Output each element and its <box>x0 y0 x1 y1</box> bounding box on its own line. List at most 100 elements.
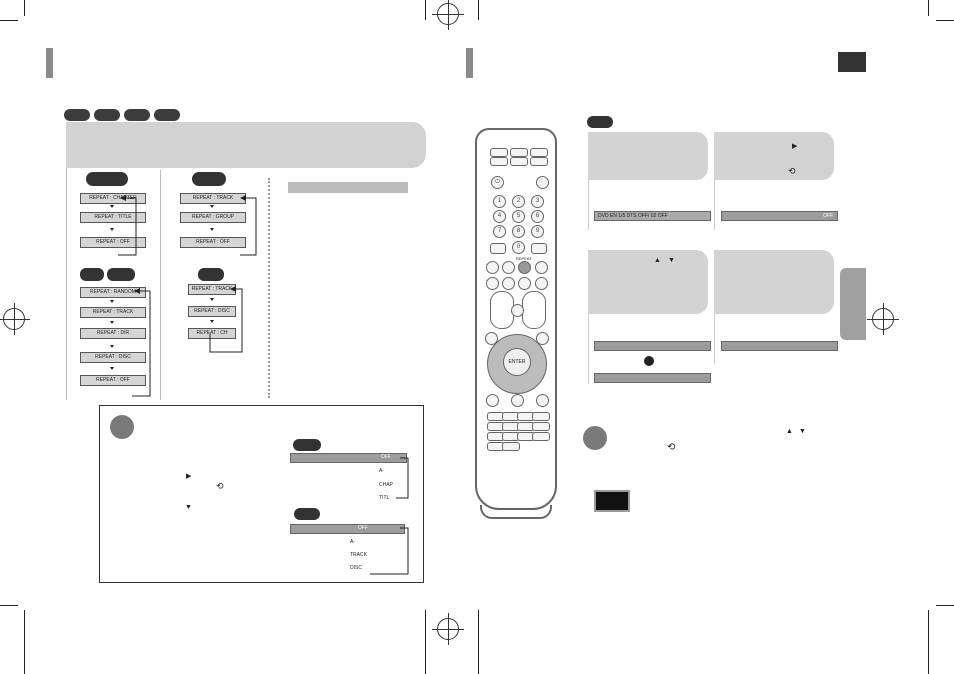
enter-key: ENTER <box>503 348 531 376</box>
panel-divider <box>588 180 589 230</box>
function-key <box>511 394 524 407</box>
panel-divider <box>714 180 715 230</box>
dotted-divider <box>268 178 270 398</box>
loop-arrow-icon <box>118 195 137 256</box>
arrow-down-icon <box>110 345 114 348</box>
arrow-down-icon <box>110 300 114 303</box>
disc-badge <box>124 109 150 121</box>
note-header-bar <box>288 182 408 193</box>
osd-repeat-value: OFF <box>381 454 391 460</box>
dvd-badge <box>587 116 613 128</box>
crop-mark <box>936 605 954 606</box>
crop-mark <box>928 0 929 16</box>
crop-mark <box>0 20 18 21</box>
repeat-menu-item: REPEAT : GROUP <box>180 212 246 223</box>
step-panel <box>588 132 708 180</box>
return-key <box>536 332 549 345</box>
down-arrow-icon: ▼ <box>799 428 806 435</box>
osd-display <box>290 524 405 534</box>
right-arrow-icon: ▶ <box>792 143 798 150</box>
repeat-menu-item: REPEAT : DISC <box>80 352 146 363</box>
crop-mark <box>928 610 929 674</box>
crop-mark <box>478 610 479 674</box>
arrow-down-icon <box>110 321 114 324</box>
registration-mark <box>0 303 30 335</box>
up-arrow-icon: ▲ <box>654 257 661 264</box>
disc-badge <box>64 109 90 121</box>
arrow-down-icon <box>210 298 214 301</box>
dvd-audio-badge <box>192 172 226 186</box>
repeat-menu-item: REPEAT : OFF <box>80 237 146 248</box>
tuning-rocker <box>522 291 546 329</box>
crop-mark <box>478 0 479 20</box>
osd-display <box>594 373 711 383</box>
step-panel <box>714 132 834 180</box>
loop-arrow-icon <box>132 288 151 397</box>
dvd-badge <box>86 172 128 186</box>
repeat-menu-item: REPEAT : DIR <box>80 328 146 339</box>
step-panel <box>588 250 708 314</box>
menu-key <box>485 332 498 345</box>
arrow-down-icon <box>210 320 214 323</box>
repeat-key <box>518 261 531 274</box>
step-bullet <box>583 426 607 450</box>
repeat-menu-item: REPEAT : TRACK <box>80 307 146 318</box>
instruction-banner <box>66 122 426 168</box>
section-side-tab <box>840 268 866 340</box>
osd-display <box>721 341 838 351</box>
down-arrow-icon: ▼ <box>185 504 192 511</box>
function-key <box>486 394 499 407</box>
repeat-menu-item: REPEAT : RANDOM <box>80 287 146 298</box>
loop-arrow-icon <box>240 195 257 256</box>
page-title-marker <box>466 48 473 78</box>
osd-repeat-value: OFF <box>823 213 833 219</box>
dvd-badge <box>293 439 321 451</box>
step-bullet <box>110 415 134 439</box>
page-title-marker <box>46 48 53 78</box>
osd-option: TITL <box>379 495 390 501</box>
osd-option: A- <box>350 539 355 545</box>
step-panel <box>714 250 834 314</box>
power-key: ⏻ <box>491 176 504 189</box>
arrow-down-icon <box>110 205 114 208</box>
registration-mark <box>432 0 464 30</box>
crop-mark <box>0 605 18 606</box>
arrow-down-icon <box>110 228 114 231</box>
disc-badge <box>154 109 180 121</box>
osd-option: A- <box>379 468 384 474</box>
wma-badge <box>107 268 135 281</box>
loop-arrow-icon <box>370 527 409 575</box>
registration-mark <box>867 303 899 335</box>
crop-mark <box>936 20 954 21</box>
crop-mark <box>24 0 25 16</box>
remote-base <box>480 505 552 519</box>
column-divider <box>66 168 67 400</box>
repeat-menu-item: REPEAT : OFF <box>180 237 246 248</box>
repeat-menu-item: REPEAT : OFF <box>80 375 146 386</box>
mode-key <box>511 304 524 317</box>
repeat-icon: ⟲ <box>667 442 676 453</box>
panel-divider <box>714 314 715 364</box>
repeat-menu-item: REPEAT : DISC <box>188 306 236 317</box>
step-number-icon <box>644 356 654 366</box>
disc-badge <box>94 109 120 121</box>
down-arrow-icon: ▼ <box>668 257 675 264</box>
column-divider <box>160 170 161 400</box>
crop-mark <box>425 610 426 674</box>
loop-arrow-icon <box>209 286 243 353</box>
cd-badge <box>198 268 224 281</box>
chapter-tab <box>838 52 866 72</box>
loop-arrow-icon <box>396 457 409 499</box>
arrow-down-icon <box>210 228 214 231</box>
up-arrow-icon: ▲ <box>786 428 793 435</box>
repeat-icon: ⟲ <box>216 481 224 491</box>
arrow-down-icon <box>110 367 114 370</box>
registration-mark <box>432 613 464 645</box>
cd-badge <box>294 508 320 520</box>
osd-option: CHAP <box>379 482 393 488</box>
function-key <box>536 394 549 407</box>
panel-divider <box>588 314 589 384</box>
crop-mark <box>425 0 426 20</box>
repeat-menu-item: REPEAT : CH <box>188 328 236 339</box>
repeat-menu-item: REPEAT : TRACK <box>180 193 246 204</box>
